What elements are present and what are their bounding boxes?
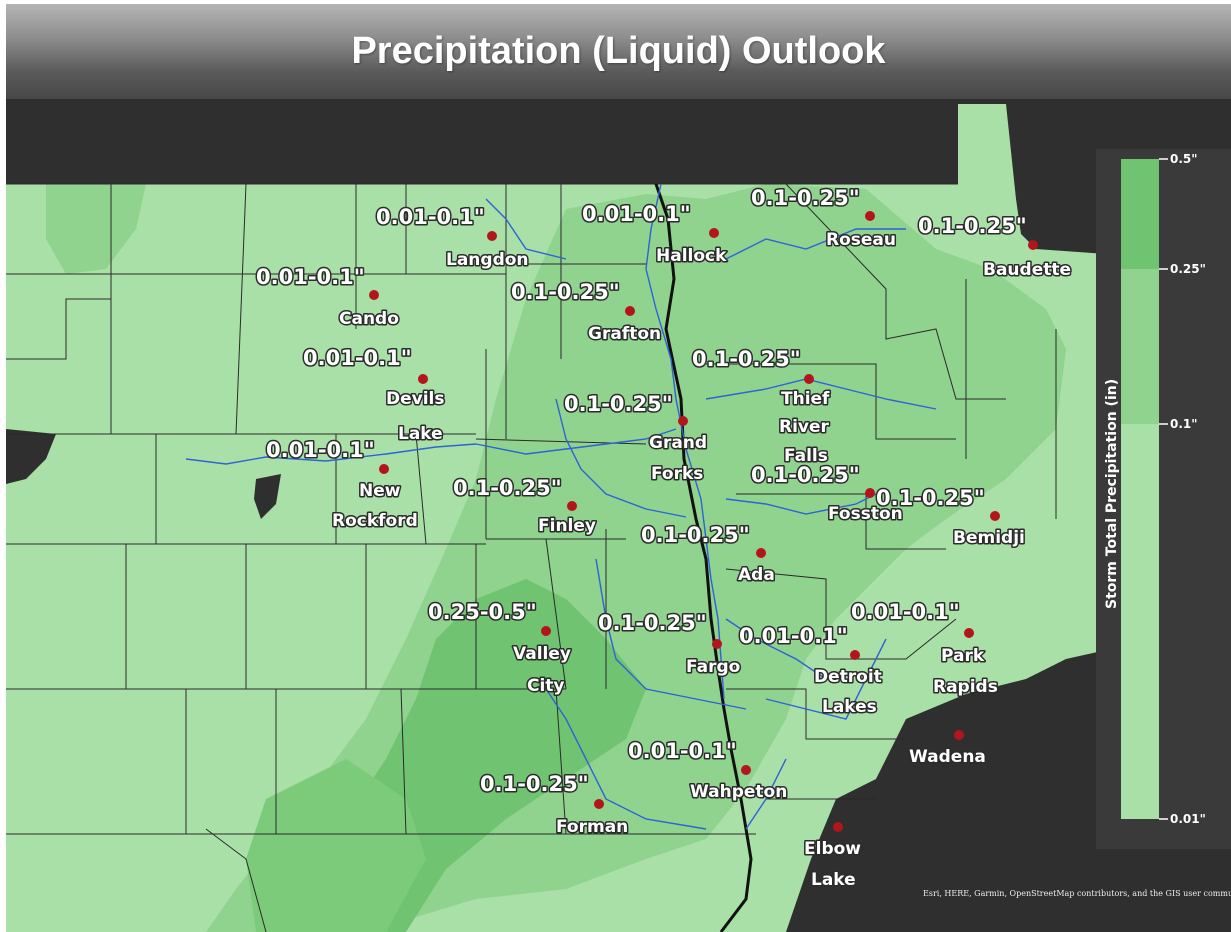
city-marker-icon[interactable]	[850, 650, 860, 660]
legend-title: Storm Total Precipitation (in)	[1104, 379, 1120, 609]
city-label-langdon: Langdon	[446, 250, 529, 270]
city-label-fargo: Fargo	[686, 657, 740, 677]
precip-amount-fargo: 0.1-0.25"	[598, 611, 707, 635]
legend: 0.5" 0.25" 0.1" 0.01" Storm Total Precip…	[1096, 149, 1231, 849]
header-bar: Precipitation (Liquid) Outlook	[6, 4, 1231, 99]
legend-tick-label: 0.25"	[1170, 262, 1206, 276]
precip-amount-forman: 0.1-0.25"	[480, 772, 589, 796]
city-label-thief-river-falls: Thief	[781, 389, 830, 409]
city-label-new-rockford: New	[359, 481, 401, 501]
rivers	[185, 183, 937, 830]
precip-amount-ada: 0.1-0.25"	[641, 523, 750, 547]
precip-amount-grafton: 0.1-0.25"	[511, 280, 620, 304]
precip-area-medium-nw	[46, 184, 146, 274]
city-marker-icon[interactable]	[1028, 240, 1038, 250]
precip-amount-wahpeton: 0.01-0.1"	[628, 739, 737, 763]
legend-band-0-1-0-25	[1121, 269, 1159, 424]
city-marker-icon[interactable]	[833, 822, 843, 832]
precip-amount-grand-forks: 0.1-0.25"	[564, 392, 673, 416]
city-label-park-rapids: Park	[941, 646, 985, 666]
city-marker-icon[interactable]	[964, 628, 974, 638]
map-frame: Precipitation (Liquid) Outlook	[6, 4, 1231, 932]
legend-band-0-01-0-1	[1121, 424, 1159, 819]
precip-amount-thief-river-falls: 0.1-0.25"	[692, 347, 801, 371]
city-label-roseau: Roseau	[826, 230, 896, 250]
city-marker-icon[interactable]	[567, 501, 577, 511]
precip-amount-devils-lake: 0.01-0.1"	[303, 346, 412, 370]
city-label-wadena: Wadena	[909, 747, 986, 767]
city-label-detroit-lakes: Lakes	[822, 697, 877, 717]
city-label-elbow-lake: Elbow	[804, 839, 861, 859]
precip-amount-cando: 0.01-0.1"	[256, 265, 365, 289]
precip-amount-park-rapids: 0.01-0.1"	[851, 600, 960, 624]
city-label-fosston: Fosston	[828, 504, 903, 524]
legend-tick-label: 0.1"	[1170, 417, 1198, 431]
city-marker-icon[interactable]	[369, 290, 379, 300]
city-label-park-rapids: Rapids	[933, 677, 998, 697]
legend-tick-label: 0.01"	[1170, 812, 1206, 826]
city-label-bemidji: Bemidji	[953, 528, 1025, 548]
city-markers: 0.01-0.1" Langdon 0.01-0.1" Hallock 0.1-0.25…	[255, 185, 1073, 892]
city-label-new-rockford: Rockford	[332, 511, 418, 531]
city-marker-icon[interactable]	[709, 228, 719, 238]
precipitation-map[interactable]: Esri, HERE, Garmin, OpenStreetMap contri…	[6, 99, 1231, 932]
city-label-hallock: Hallock	[656, 246, 727, 266]
city-label-grafton: Grafton	[588, 324, 661, 344]
city-marker-icon[interactable]	[541, 626, 551, 636]
city-label-detroit-lakes: Detroit	[814, 667, 882, 687]
city-label-baudette: Baudette	[983, 260, 1071, 280]
map-attribution: Esri, HERE, Garmin, OpenStreetMap contri…	[923, 889, 1231, 898]
precip-amount-hallock: 0.01-0.1"	[582, 202, 691, 226]
city-marker-icon[interactable]	[418, 374, 428, 384]
precip-amount-roseau: 0.1-0.25"	[751, 186, 860, 210]
precip-amount-baudette: 0.1-0.25"	[918, 214, 1027, 238]
city-label-ada: Ada	[738, 565, 775, 585]
precip-amount-detroit-lakes: 0.01-0.1"	[739, 624, 848, 648]
city-label-elbow-lake: Lake	[811, 870, 856, 890]
legend-band-0-25-0-5	[1121, 159, 1159, 269]
city-marker-icon[interactable]	[865, 211, 875, 221]
precip-area-heavy-south	[246, 759, 426, 932]
precip-amount-new-rockford: 0.01-0.1"	[266, 438, 375, 462]
city-label-devils-lake: Lake	[398, 424, 443, 444]
city-marker-icon[interactable]	[990, 511, 1000, 521]
city-marker-icon[interactable]	[379, 464, 389, 474]
city-marker-icon[interactable]	[625, 306, 635, 316]
city-label-valley-city: City	[527, 676, 565, 696]
precip-amount-finley: 0.1-0.25"	[453, 476, 562, 500]
city-marker-icon[interactable]	[741, 765, 751, 775]
city-marker-icon[interactable]	[954, 730, 964, 740]
city-label-valley-city: Valley	[513, 644, 571, 664]
city-marker-icon[interactable]	[594, 799, 604, 809]
precip-amount-langdon: 0.01-0.1"	[376, 205, 485, 229]
city-label-forman: Forman	[556, 817, 628, 837]
city-marker-icon[interactable]	[487, 231, 497, 241]
no-data-area-devils-lake	[254, 474, 281, 519]
city-marker-icon[interactable]	[756, 548, 766, 558]
legend-background	[1096, 149, 1231, 849]
city-label-thief-river-falls: Falls	[784, 446, 828, 466]
page-title: Precipitation (Liquid) Outlook	[351, 30, 886, 72]
city-marker-icon[interactable]	[712, 639, 722, 649]
county-boundaries	[6, 183, 1107, 932]
no-data-area-se-edge	[806, 719, 951, 932]
city-label-grand-forks: Grand	[649, 433, 707, 453]
precip-amount-valley-city: 0.25-0.5"	[428, 600, 537, 624]
city-label-cando: Cando	[339, 309, 399, 329]
city-marker-icon[interactable]	[678, 416, 688, 426]
city-label-devils-lake: Devils	[386, 389, 445, 409]
no-data-area-nw-lake	[6, 429, 56, 484]
precip-amount-fosston: 0.1-0.25"	[751, 463, 860, 487]
city-label-grand-forks: Forks	[651, 464, 703, 484]
precip-amount-bemidji: 0.1-0.25"	[876, 486, 985, 510]
city-marker-icon[interactable]	[865, 488, 875, 498]
city-label-thief-river-falls: River	[779, 417, 830, 437]
legend-tick-label: 0.5"	[1170, 152, 1198, 166]
city-marker-icon[interactable]	[804, 374, 814, 384]
city-label-wahpeton: Wahpeton	[690, 782, 787, 802]
city-label-finley: Finley	[538, 516, 596, 536]
